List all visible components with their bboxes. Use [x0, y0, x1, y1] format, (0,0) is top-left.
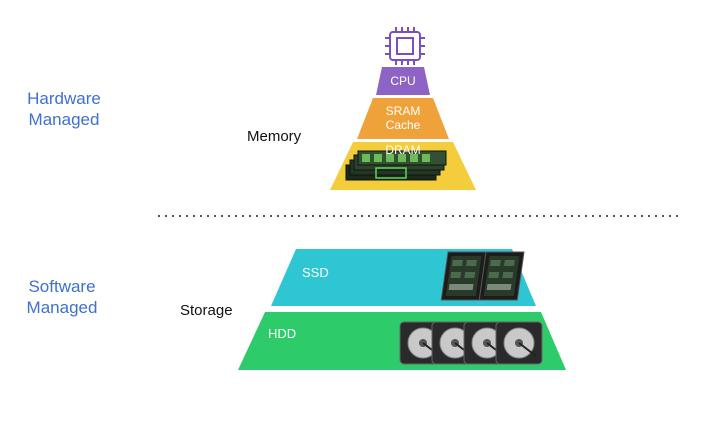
hdd-label: HDD	[268, 326, 297, 341]
sram-label: SRAM	[385, 104, 421, 118]
sram-tier	[357, 98, 449, 139]
sram-cache-label: SRAM Cache	[360, 104, 446, 132]
hardware-managed-label: Hardware Managed	[18, 88, 110, 130]
ssd-label: SSD	[302, 265, 329, 280]
memory-label: Memory	[247, 128, 302, 145]
cpu-tier	[376, 67, 430, 95]
hard-disk-icon	[399, 321, 543, 365]
hardware-managed-line2: Managed	[28, 110, 100, 129]
hardware-managed-line1: Hardware	[27, 89, 101, 108]
software-managed-line1: Software	[28, 277, 96, 296]
ssd-drive-icon	[440, 251, 525, 301]
cache-label: Cache	[385, 118, 421, 132]
ram-module-icon	[345, 150, 447, 181]
cpu-chip-icon	[385, 27, 425, 65]
cpu-label: CPU	[390, 74, 416, 88]
dram-label: DRAM	[385, 143, 421, 157]
software-managed-label: Software Managed	[14, 276, 110, 318]
storage-label: Storage	[180, 302, 233, 319]
software-managed-line2: Managed	[26, 298, 98, 317]
